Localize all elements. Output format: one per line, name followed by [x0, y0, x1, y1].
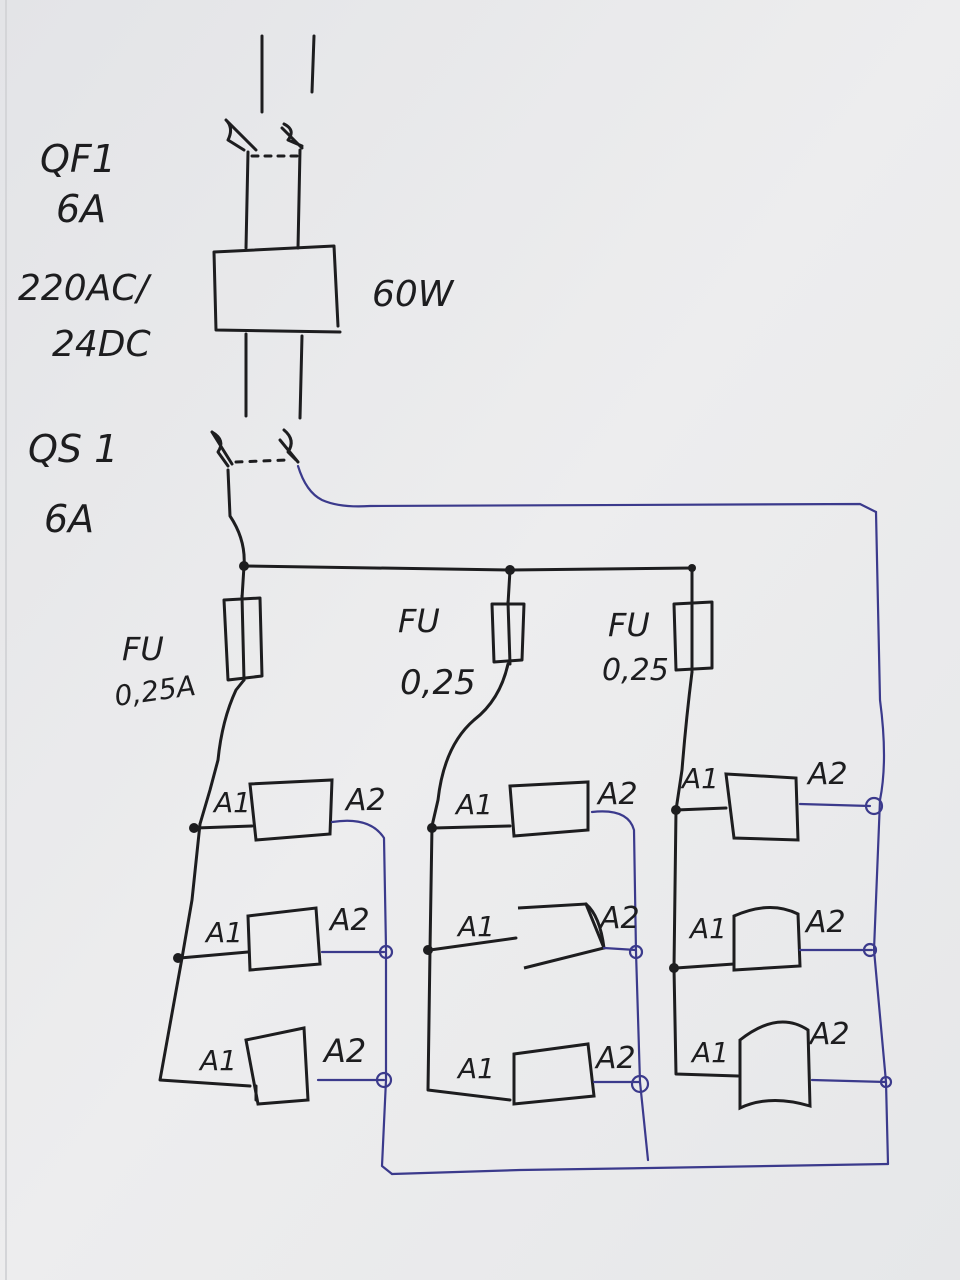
column-3-return: [872, 510, 890, 1166]
c3-r1-a2: A2: [806, 757, 848, 792]
c2-r1-a1: A1: [454, 788, 493, 821]
coil-c2-r2: [428, 902, 638, 970]
column-2-return: [634, 950, 650, 1162]
junction-c1-r2: [378, 944, 394, 960]
junction-c3-r1: [864, 796, 884, 816]
c3-r2-a2: A2: [804, 905, 846, 940]
breaker-rating-label: 6A: [56, 187, 106, 231]
terminal-labels: A1 A2 A1 A2 A1 A2 A1 A2 A1 A2 A1 A2 A1 A…: [198, 757, 850, 1085]
c1-r2-a2: A2: [328, 903, 370, 938]
breaker-ref-label: QF1: [40, 137, 116, 181]
coil-c3-r2: [674, 905, 874, 972]
coil-c2-r1: [432, 780, 638, 954]
fuse-3-symbol: [672, 598, 714, 812]
column-1-return: [380, 946, 394, 1176]
incoming-supply-lines: [260, 34, 316, 114]
c3-r1-a1: A1: [680, 762, 719, 795]
c2-r2-a1: A1: [456, 910, 495, 943]
fuse-2-symbol: [430, 600, 526, 828]
breaker-qf1-symbol: [224, 118, 304, 250]
c2-r1-a2: A2: [596, 777, 638, 812]
psu-conversion-line1: 220AC/: [18, 268, 152, 309]
c1-r2-a1: A1: [204, 916, 243, 949]
positive-bus: [239, 561, 696, 606]
column-2-coils: [423, 780, 650, 1162]
fuse-3-ref: FU: [608, 606, 650, 644]
coil-c1-r3: [244, 1026, 386, 1106]
fuse-3-rating: 0,25: [602, 653, 669, 688]
junction-c3-r2: [862, 942, 878, 958]
c1-r1-a2: A2: [344, 783, 386, 818]
column-3-coils: [669, 510, 893, 1166]
c1-r3-a2: A2: [322, 1032, 366, 1070]
psu-power-label: 60W: [372, 274, 455, 315]
coil-c1-r2: [178, 906, 386, 972]
junction-c2-r2: [628, 944, 644, 960]
coil-c1-r1: [194, 778, 388, 950]
fuse-2-ref: FU: [398, 602, 440, 640]
c1-r3-a1: A1: [198, 1044, 237, 1077]
junction-c2-r3: [630, 1074, 650, 1094]
coil-c3-r3: [738, 1020, 888, 1111]
negative-return-bus: [390, 1162, 890, 1176]
junction-c1-r3: [375, 1071, 393, 1089]
power-supply-box: [212, 244, 342, 420]
c3-r3-a2: A2: [808, 1017, 850, 1052]
c2-r2-a2: A2: [598, 901, 640, 936]
disconnect-rating-label: 6A: [44, 497, 94, 541]
fuse-1-symbol: [198, 594, 264, 826]
c2-r3-a2: A2: [594, 1041, 636, 1076]
c3-r3-a1: A1: [690, 1036, 729, 1069]
c1-r1-a1: A1: [212, 786, 251, 819]
junction-c3-r3: [879, 1075, 893, 1089]
c2-r3-a1: A1: [456, 1052, 495, 1085]
fuse-1-ref: FU: [122, 630, 164, 668]
c3-r2-a1: A1: [688, 912, 727, 945]
fuse-2-rating: 0,25: [400, 663, 476, 703]
column-1-coils: [158, 778, 394, 1176]
psu-conversion-line2: 24DC: [52, 324, 152, 365]
disconnect-ref-label: QS 1: [28, 427, 118, 471]
disconnect-qs1-symbol: [210, 428, 878, 568]
coil-c3-r1: [674, 772, 872, 842]
